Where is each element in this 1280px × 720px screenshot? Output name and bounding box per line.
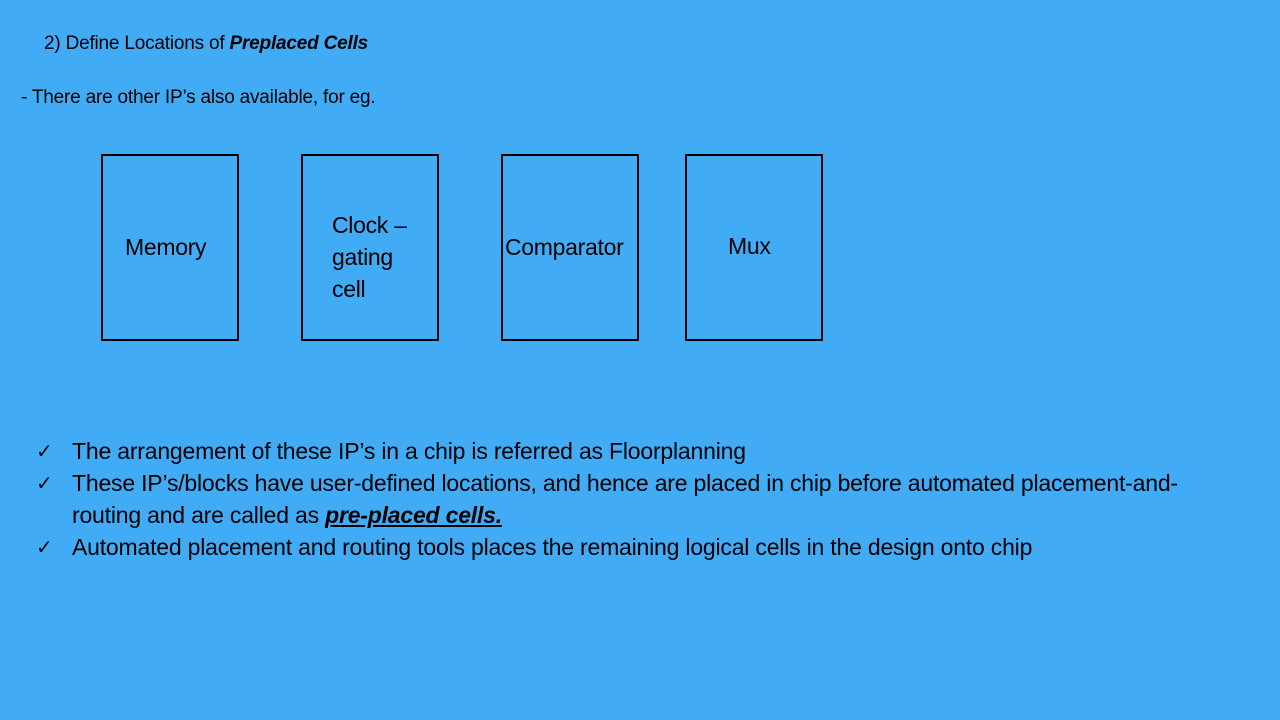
- mux-block: Mux: [685, 154, 823, 341]
- bullet-item-floorplanning: ✓ The arrangement of these IP’s in a chi…: [36, 435, 1246, 467]
- mux-block-label: Mux: [728, 233, 771, 259]
- preplaced-cells-term: pre-placed cells.: [325, 502, 502, 528]
- bullet-text: The arrangement of these IP’s in a chip …: [72, 438, 746, 464]
- bullet-list: ✓ The arrangement of these IP’s in a chi…: [36, 435, 1246, 563]
- checkmark-icon: ✓: [36, 471, 53, 495]
- clock-gating-cell-block: Clock – gating cell: [301, 154, 439, 341]
- heading-emphasis: Preplaced Cells: [229, 33, 369, 54]
- intro-text: - There are other IP’s also available, f…: [21, 87, 376, 108]
- bullet-text: Automated placement and routing tools pl…: [72, 534, 1033, 560]
- heading-prefix: 2) Define Locations of: [44, 33, 230, 54]
- slide-heading: 2) Define Locations of Preplaced Cells: [44, 33, 368, 55]
- checkmark-icon: ✓: [36, 535, 53, 559]
- comparator-block: Comparator: [501, 154, 639, 341]
- checkmark-icon: ✓: [36, 439, 53, 463]
- memory-block: Memory: [101, 154, 239, 341]
- comparator-block-label: Comparator: [505, 234, 624, 260]
- bullet-text: These IP’s/blocks have user-defined loca…: [72, 470, 1178, 528]
- clock-gating-cell-block-label: Clock – gating cell: [332, 212, 407, 302]
- bullet-item-preplaced-cells: ✓ These IP’s/blocks have user-defined lo…: [36, 467, 1246, 531]
- bullet-item-automated-placement: ✓ Automated placement and routing tools …: [36, 531, 1246, 563]
- memory-block-label: Memory: [125, 234, 207, 260]
